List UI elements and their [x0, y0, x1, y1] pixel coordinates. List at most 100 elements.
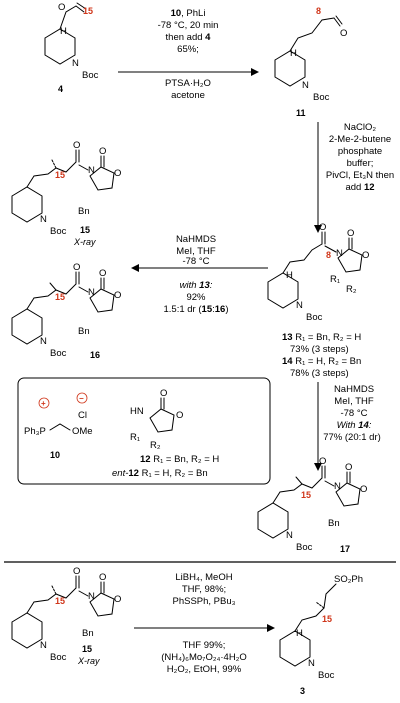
- svg-text:78% (3 steps): 78% (3 steps): [290, 368, 349, 379]
- n-atom: N: [296, 300, 303, 311]
- boc-label: Boc: [318, 670, 335, 681]
- position-15-label: 15: [301, 490, 311, 500]
- svg-text:MeI, THF: MeI, THF: [334, 396, 374, 407]
- svg-text:PivCl, Et₃N then: PivCl, Et₃N then: [326, 170, 394, 181]
- n-atom: N: [88, 591, 95, 602]
- svg-text:add 12: add 12: [345, 182, 374, 193]
- aldehyde-oxygen: O: [340, 28, 347, 39]
- svg-text:NaClO₂: NaClO₂: [344, 122, 377, 133]
- svg-text:-78 °C: -78 °C: [182, 256, 209, 267]
- h-label: H: [286, 270, 293, 281]
- position-15-label: 15: [83, 6, 93, 16]
- n-atom: N: [88, 287, 95, 298]
- ome-label: OMe: [72, 426, 93, 437]
- carbonyl-oxygen: O: [73, 140, 80, 151]
- compound-label-16: 16: [90, 350, 100, 360]
- ring-oxygen: O: [176, 410, 183, 421]
- svg-text:H₂O₂, EtOH, 99%: H₂O₂, EtOH, 99%: [167, 664, 242, 675]
- reagent-box: [17, 377, 271, 485]
- oxo-oxygen: O: [99, 572, 106, 583]
- boc-label: Boc: [50, 652, 67, 663]
- svg-text:10, PhLi: 10, PhLi: [171, 8, 206, 19]
- ring-oxygen: O: [360, 484, 367, 495]
- carbonyl-oxygen: O: [73, 566, 80, 577]
- svg-text:14 R₁ = H, R₂ = Bn: 14 R₁ = H, R₂ = Bn: [282, 356, 361, 367]
- position-8-label: 8: [316, 6, 321, 16]
- compound-13-14-legend: 13 R₁ = Bn, R₂ = H 73% (3 steps) 14 R₁ =…: [282, 332, 361, 379]
- svg-text:LiBH₄, MeOH: LiBH₄, MeOH: [175, 572, 232, 583]
- bn-label: Bn: [78, 206, 90, 217]
- compound-label-10: 10: [50, 450, 60, 460]
- ring-oxygen: O: [114, 594, 121, 605]
- svg-text:(NH₄)₆Mo₇O₂₄·4H₂O: (NH₄)₆Mo₇O₂₄·4H₂O: [161, 652, 247, 663]
- compound-label-15: 15: [80, 225, 90, 235]
- svg-text:-78 °C: -78 °C: [340, 408, 367, 419]
- xray-note: X-ray: [73, 237, 96, 247]
- bn-label: Bn: [82, 628, 94, 639]
- n-atom: N: [302, 80, 309, 91]
- svg-text:MeI, THF: MeI, THF: [176, 246, 216, 257]
- svg-text:THF, 98%;: THF, 98%;: [182, 584, 226, 595]
- h-label: H: [290, 48, 297, 59]
- so2ph-label: SO₂Ph: [334, 574, 363, 585]
- compound-16: O N O O 15 Bn N Boc 16: [11, 262, 121, 360]
- svg-text:92%: 92%: [186, 292, 206, 303]
- carbonyl-oxygen: O: [319, 456, 326, 467]
- svg-text:77% (20:1 dr): 77% (20:1 dr): [323, 432, 381, 443]
- h-label: H: [60, 26, 67, 37]
- hn-label: HN: [130, 406, 144, 417]
- svg-text:PTSA·H₂O: PTSA·H₂O: [165, 78, 211, 89]
- compound-17: O N O O 15 Bn N Boc 17: [257, 456, 367, 554]
- position-15-label: 15: [322, 614, 332, 624]
- oxo-oxygen: O: [160, 388, 167, 399]
- xray-note: X-ray: [77, 656, 100, 666]
- svg-text:12 R₁ = Bn, R₂ = H: 12 R₁ = Bn, R₂ = H: [140, 454, 219, 465]
- boc-label: Boc: [82, 70, 99, 81]
- minus-charge: −: [79, 394, 84, 403]
- boc-label: Boc: [296, 542, 313, 553]
- compound-3: SO₂Ph 15 H N Boc 3: [279, 574, 363, 696]
- ph3p-label: Ph₃P: [24, 426, 46, 437]
- n-atom: N: [334, 481, 341, 492]
- n-atom: N: [286, 530, 293, 541]
- compound-4: O 15 H N Boc 4: [44, 2, 99, 94]
- oxo-oxygen: O: [347, 228, 354, 239]
- n-atom: N: [336, 248, 343, 259]
- bn-label: Bn: [328, 518, 340, 529]
- position-8-label: 8: [326, 250, 331, 260]
- svg-text:73% (3 steps): 73% (3 steps): [290, 344, 349, 355]
- h-label: H: [296, 628, 303, 639]
- bn-label: Bn: [78, 326, 90, 337]
- r2-label: R₂: [150, 440, 161, 451]
- svg-text:PhSSPh, PBu₃: PhSSPh, PBu₃: [172, 596, 235, 607]
- n-atom: N: [308, 658, 315, 669]
- boc-label: Boc: [50, 348, 67, 359]
- step3-conditions: NaHMDS MeI, THF -78 °C with 13: 92% 1.5:…: [164, 234, 229, 315]
- oxo-oxygen: O: [345, 462, 352, 473]
- compound-label-15: 15: [82, 644, 92, 654]
- svg-text:phosphate: phosphate: [338, 146, 382, 157]
- svg-text:-78 °C, 20 min: -78 °C, 20 min: [158, 20, 219, 31]
- compound-12: HN O O R₁ R₂ 12 R₁ = Bn, R₂ = H ent-12 R…: [112, 388, 219, 479]
- svg-text:1.5:1 dr (15:16): 1.5:1 dr (15:16): [164, 304, 229, 315]
- step2-conditions: NaClO₂ 2-Me-2-butene phosphate buffer; P…: [326, 122, 394, 193]
- svg-text:2-Me-2-butene: 2-Me-2-butene: [329, 134, 391, 145]
- compound-15: O N O O 15 Bn N Boc 15 X-ray: [11, 140, 121, 247]
- compound-10: + − Cl Ph₃P OMe 10: [24, 392, 93, 460]
- ring-oxygen: O: [114, 290, 121, 301]
- oxo-oxygen: O: [99, 146, 106, 157]
- step4-conditions: NaHMDS MeI, THF -78 °C With 14: 77% (20:…: [323, 384, 381, 443]
- position-15-label: 15: [55, 292, 65, 302]
- carbonyl-oxygen: O: [319, 222, 326, 233]
- boc-label: Boc: [313, 92, 330, 103]
- n-atom: N: [88, 165, 95, 176]
- step5-conditions: LiBH₄, MeOH THF, 98%; PhSSPh, PBu₃ THF 9…: [161, 572, 247, 675]
- ring-oxygen: O: [114, 168, 121, 179]
- compound-label-11: 11: [296, 108, 306, 118]
- svg-text:65%;: 65%;: [177, 44, 199, 55]
- r1-label: R₁: [330, 274, 340, 285]
- svg-text:then add 4: then add 4: [166, 32, 212, 43]
- n-atom: N: [40, 214, 47, 225]
- plus-charge: +: [41, 399, 46, 408]
- n-atom: N: [40, 336, 47, 347]
